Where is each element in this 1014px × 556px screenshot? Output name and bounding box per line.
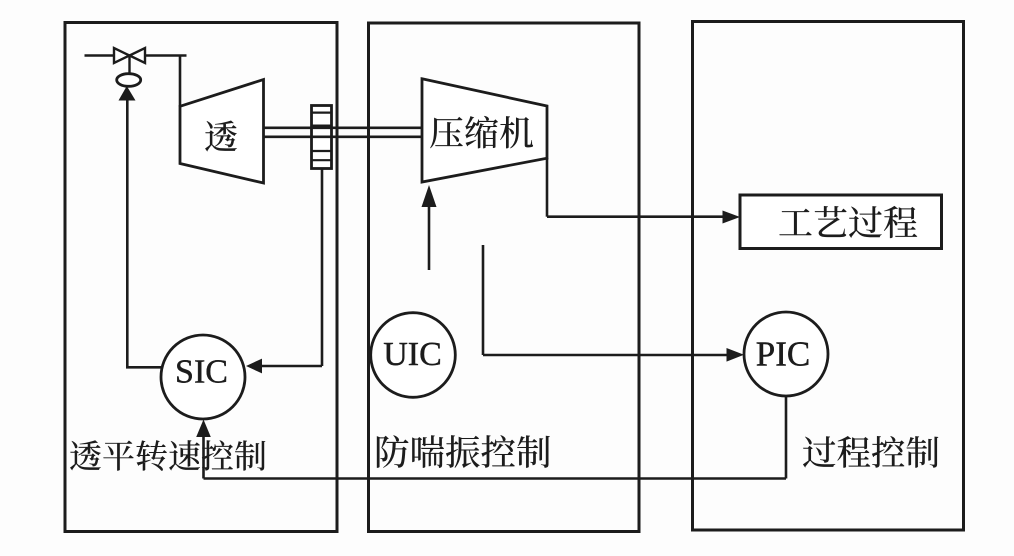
svg-text:PIC: PIC [756, 335, 810, 374]
svg-text:SIC: SIC [175, 354, 228, 391]
svg-text:UIC: UIC [383, 336, 442, 373]
